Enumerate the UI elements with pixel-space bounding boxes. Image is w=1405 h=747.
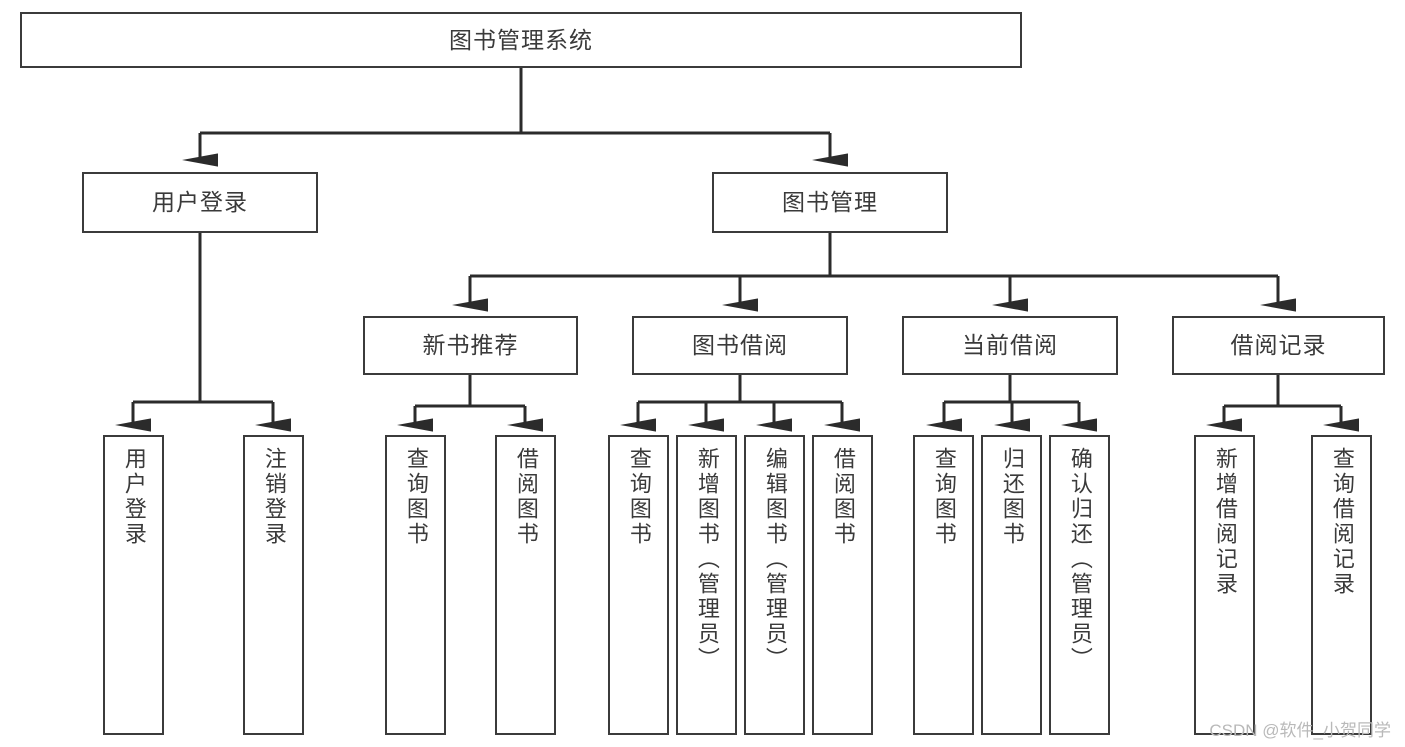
- node-label: 新增借阅记录: [1212, 447, 1238, 597]
- node-label: 查询图书: [931, 447, 957, 547]
- leaf-user-login[interactable]: 用户登录: [103, 435, 164, 735]
- node-label: 查询借阅记录: [1329, 447, 1355, 597]
- leaf-confirm-return-admin[interactable]: 确认归还（管理员）: [1049, 435, 1110, 735]
- node-label: 用户登录: [152, 189, 248, 216]
- node-label: 借阅图书: [830, 447, 856, 547]
- node-label: 借阅图书: [513, 447, 539, 547]
- leaf-return-book[interactable]: 归还图书: [981, 435, 1042, 735]
- node-label: 归还图书: [999, 447, 1025, 547]
- leaf-add-book-admin[interactable]: 新增图书（管理员）: [676, 435, 737, 735]
- node-label: 图书管理: [782, 189, 878, 216]
- node-current-borrow[interactable]: 当前借阅: [902, 316, 1118, 375]
- node-label: 新增图书（管理员）: [694, 447, 720, 672]
- node-label: 查询图书: [403, 447, 429, 547]
- node-borrow-records[interactable]: 借阅记录: [1172, 316, 1385, 375]
- node-label: 当前借阅: [962, 332, 1058, 359]
- node-label: 注销登录: [261, 447, 287, 547]
- leaf-query-book-borrow[interactable]: 查询图书: [608, 435, 669, 735]
- leaf-query-book-current[interactable]: 查询图书: [913, 435, 974, 735]
- node-label: 图书借阅: [692, 332, 788, 359]
- leaf-borrow-book[interactable]: 借阅图书: [812, 435, 873, 735]
- leaf-add-borrow-record[interactable]: 新增借阅记录: [1194, 435, 1255, 735]
- node-book-borrow[interactable]: 图书借阅: [632, 316, 848, 375]
- leaf-logout[interactable]: 注销登录: [243, 435, 304, 735]
- node-label: 图书管理系统: [449, 26, 593, 53]
- node-label: 确认归还（管理员）: [1067, 447, 1093, 672]
- leaf-edit-book-admin[interactable]: 编辑图书（管理员）: [744, 435, 805, 735]
- leaf-query-book-recommend[interactable]: 查询图书: [385, 435, 446, 735]
- node-user-login[interactable]: 用户登录: [82, 172, 318, 233]
- node-label: 用户登录: [121, 447, 147, 547]
- node-new-book-recommend[interactable]: 新书推荐: [363, 316, 578, 375]
- node-label: 编辑图书（管理员）: [762, 447, 788, 672]
- node-label: 查询图书: [626, 447, 652, 547]
- node-root-system[interactable]: 图书管理系统: [20, 12, 1022, 68]
- node-book-management[interactable]: 图书管理: [712, 172, 948, 233]
- leaf-borrow-book-recommend[interactable]: 借阅图书: [495, 435, 556, 735]
- leaf-query-borrow-record[interactable]: 查询借阅记录: [1311, 435, 1372, 735]
- node-label: 新书推荐: [422, 332, 519, 359]
- node-label: 借阅记录: [1230, 332, 1327, 359]
